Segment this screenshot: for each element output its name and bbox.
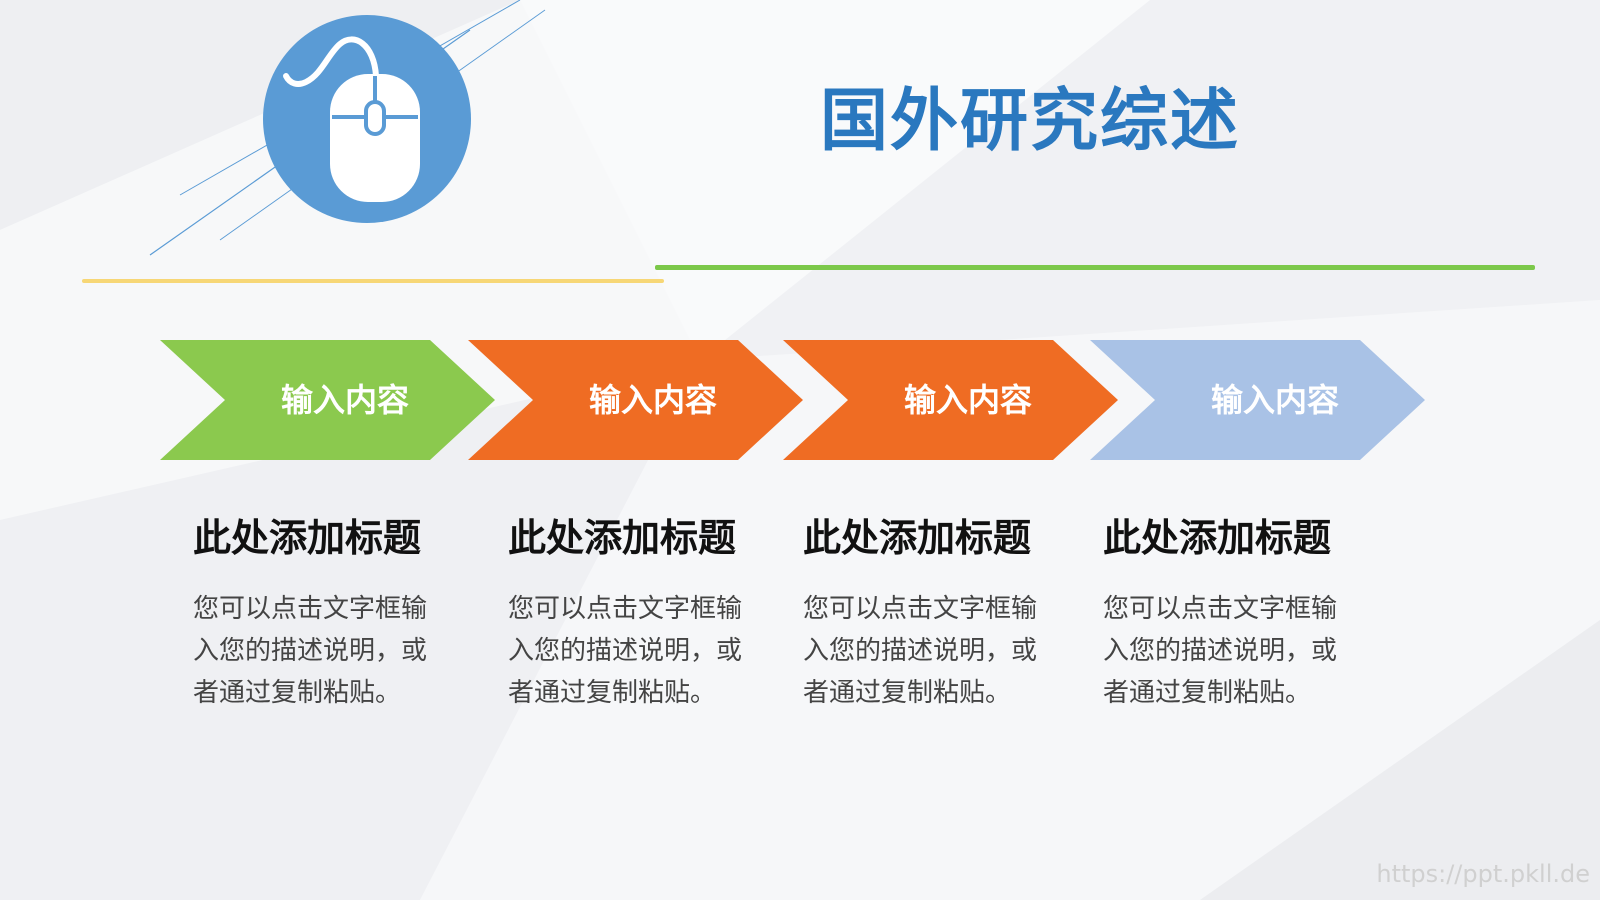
column-description: 您可以点击文字框输入您的描述说明，或者通过复制粘贴。 <box>1103 594 1338 708</box>
chevron-shape <box>783 340 1118 460</box>
column-title: 此处添加标题 <box>1103 516 1332 560</box>
step-label: 输入内容 <box>1210 381 1339 419</box>
step-label: 输入内容 <box>588 381 717 419</box>
column-description: 您可以点击文字框输入您的描述说明，或者通过复制粘贴。 <box>193 594 428 708</box>
column-title: 此处添加标题 <box>508 516 737 560</box>
step-arrow-3: 输入内容 <box>783 340 1123 460</box>
column-4: 此处添加标题 您可以点击文字框输入您的描述说明，或者通过复制粘贴。 <box>1103 510 1353 714</box>
column-title: 此处添加标题 <box>803 516 1032 560</box>
column-description: 您可以点击文字框输入您的描述说明，或者通过复制粘贴。 <box>508 594 743 708</box>
step-arrow-4: 输入内容 <box>1090 340 1430 460</box>
column-2: 此处添加标题 您可以点击文字框输入您的描述说明，或者通过复制粘贴。 <box>508 510 758 714</box>
slide-title: 国外研究综述 <box>819 82 1240 161</box>
chevron-shape <box>1090 340 1425 460</box>
divider-right <box>655 265 1535 270</box>
column-3: 此处添加标题 您可以点击文字框输入您的描述说明，或者通过复制粘贴。 <box>803 510 1053 714</box>
column-1: 此处添加标题 您可以点击文字框输入您的描述说明，或者通过复制粘贴。 <box>193 510 443 714</box>
watermark-url: https://ppt.pkll.de <box>1376 860 1590 888</box>
chevron-shape <box>468 340 803 460</box>
step-label: 输入内容 <box>280 381 409 419</box>
step-arrow-2: 输入内容 <box>468 340 808 460</box>
step-label: 输入内容 <box>903 381 1032 419</box>
column-title: 此处添加标题 <box>193 516 422 560</box>
chevron-shape <box>160 340 495 460</box>
mouse-icon <box>262 14 472 224</box>
step-arrow-1: 输入内容 <box>160 340 500 460</box>
column-description: 您可以点击文字框输入您的描述说明，或者通过复制粘贴。 <box>803 594 1038 708</box>
divider-left <box>82 279 664 283</box>
